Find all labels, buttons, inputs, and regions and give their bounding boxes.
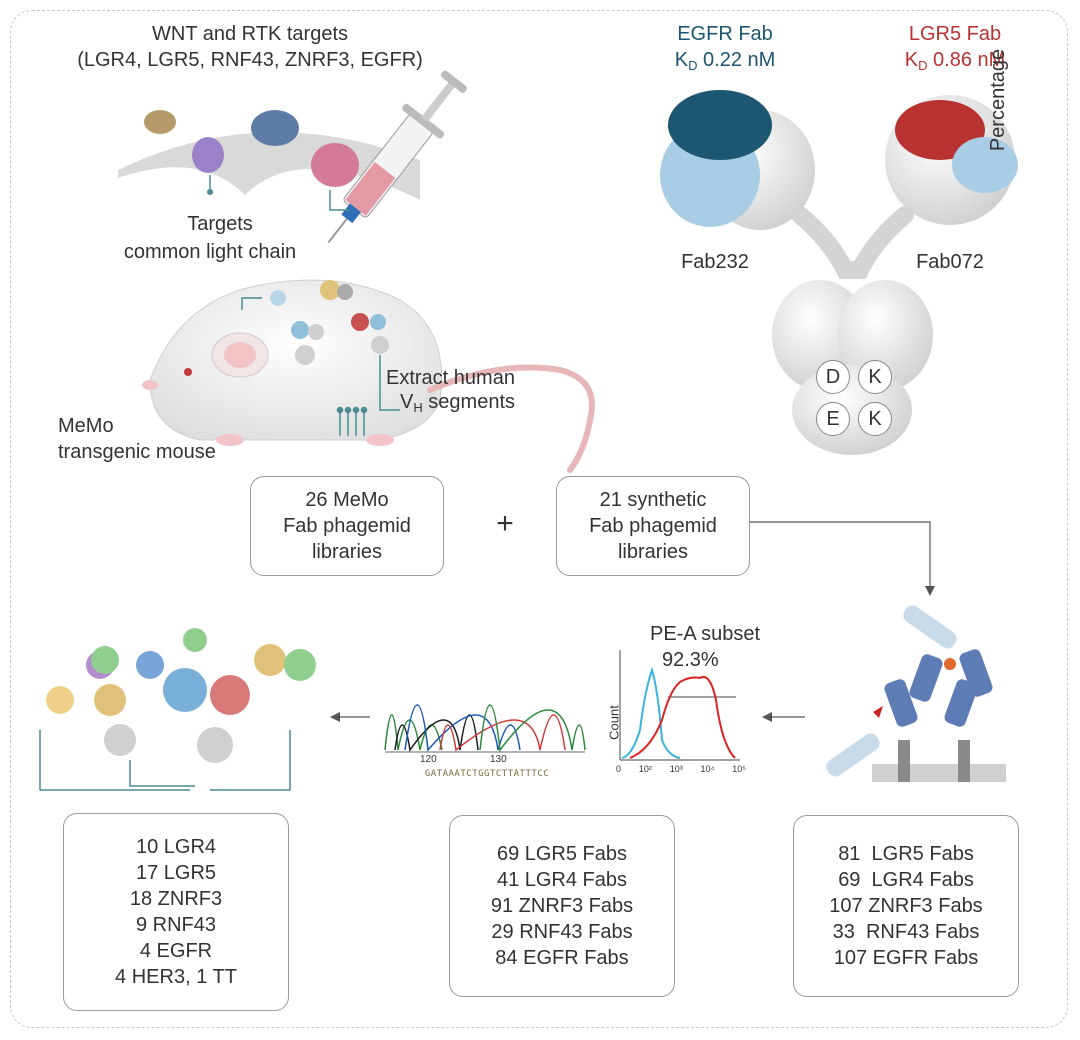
flow-x-tick: 0 (616, 764, 622, 774)
seq-tick-120: 120 (420, 754, 437, 765)
sequenced-count-line: 41 LGR4 Fabs (496, 869, 628, 891)
mutation-k2: K (858, 402, 892, 436)
synthetic-library-box: 21 synthetic Fab phagemid libraries (556, 476, 750, 576)
targets-title-line1: WNT and RTK targets (152, 23, 348, 45)
final-count-line: 10 LGR4 (135, 836, 217, 858)
synthetic-library-line: 21 synthetic (599, 489, 707, 511)
mutation-k1: K (858, 360, 892, 394)
target-proteins (144, 110, 359, 187)
vh-segments-label: VH segments (400, 391, 515, 415)
memo-library-line: Fab phagemid (283, 515, 411, 537)
transgenic-mouse-label: transgenic mouse (58, 441, 216, 463)
plus-sign: + (496, 507, 514, 540)
final-count-line: 17 LGR5 (135, 862, 217, 884)
common-light-chain-label: common light chain (123, 241, 297, 263)
flow-x-tick: 10³ (669, 764, 683, 774)
extract-human-label: Extract human (386, 367, 515, 389)
pe-a-percent: 92.3% (662, 649, 719, 671)
flow-x-tick: 10⁴ (700, 764, 715, 774)
sequenced-count-line: 91 ZNRF3 Fabs (490, 895, 634, 917)
flow-x-tick: 10⁵ (732, 764, 746, 774)
fab232-label: Fab232 (681, 251, 749, 273)
mutation-d: D (816, 360, 850, 394)
targets-label: Targets (187, 213, 253, 235)
sequencing-chromatogram (384, 704, 586, 753)
dna-sequence: GATAAATCTGGTCTTATTTCC (424, 769, 550, 779)
final-antibodies-box: 10 LGR4 17 LGR5 18 ZNRF3 9 RNF43 4 EGFR … (63, 813, 289, 1011)
flow-histogram (619, 650, 740, 761)
selected-count-line: 107 EGFR Fabs (833, 947, 979, 969)
bispecific-antibody-structure (660, 90, 1018, 455)
egfr-kd-value: KD 0.22 nM (674, 49, 776, 73)
syringe-icon (327, 70, 468, 244)
final-count-line: 4 HER3, 1 TT (115, 966, 237, 988)
sequenced-count-line: 84 EGFR Fabs (495, 947, 629, 969)
final-count-line: 4 EGFR (139, 940, 213, 962)
memo-label: MeMo (58, 415, 114, 437)
selected-fabs-box: 81 LGR5 Fabs 69 LGR4 Fabs 107 ZNRF3 Fabs… (793, 815, 1019, 997)
sequenced-count-line: 69 LGR5 Fabs (496, 843, 628, 865)
synthetic-library-line: Fab phagemid (589, 515, 717, 537)
count-axis-label: Count (606, 705, 622, 740)
memo-library-box: 26 MeMo Fab phagemid libraries (250, 476, 444, 576)
pe-a-subset-title: PE-A subset (650, 623, 761, 645)
mouse-antibodies (270, 280, 389, 365)
sequenced-fabs-box: 69 LGR5 Fabs 41 LGR4 Fabs 91 ZNRF3 Fabs … (449, 815, 675, 997)
yeast-display-illustration (826, 605, 1006, 782)
figure-frame (10, 10, 1068, 1028)
memo-library-line: 26 MeMo (305, 489, 389, 511)
flow-x-ticks: 0 10² 10³ 10⁴ 10⁵ (616, 764, 746, 774)
selected-count-line: 69 LGR4 Fabs (838, 869, 974, 891)
final-count-line: 18 ZNRF3 (129, 888, 223, 910)
mutation-e: E (816, 402, 850, 436)
final-count-line: 9 RNF43 (135, 914, 217, 936)
lgr5-fab-title: LGR5 Fab (908, 23, 1002, 45)
vh-extraction-lines (336, 406, 368, 436)
fab072-label: Fab072 (916, 251, 984, 273)
selected-count-line: 33 RNF43 Fabs (832, 921, 980, 943)
final-antibodies (39, 628, 316, 791)
memo-library-line: libraries (311, 541, 383, 563)
egfr-fab-title: EGFR Fab (677, 23, 773, 45)
lgr5-kd-value: KD 0.86 nM (904, 49, 1006, 73)
selected-count-line: 81 LGR5 Fabs (838, 843, 974, 865)
flow-x-tick: 10² (638, 764, 652, 774)
synthetic-library-line: libraries (617, 541, 689, 563)
selected-count-line: 107 ZNRF3 Fabs (829, 895, 983, 917)
seq-tick-130: 130 (490, 754, 507, 765)
sequenced-count-line: 29 RNF43 Fabs (491, 921, 633, 943)
targets-title-line2: (LGR4, LGR5, RNF43, ZNRF3, EGFR) (77, 49, 423, 71)
